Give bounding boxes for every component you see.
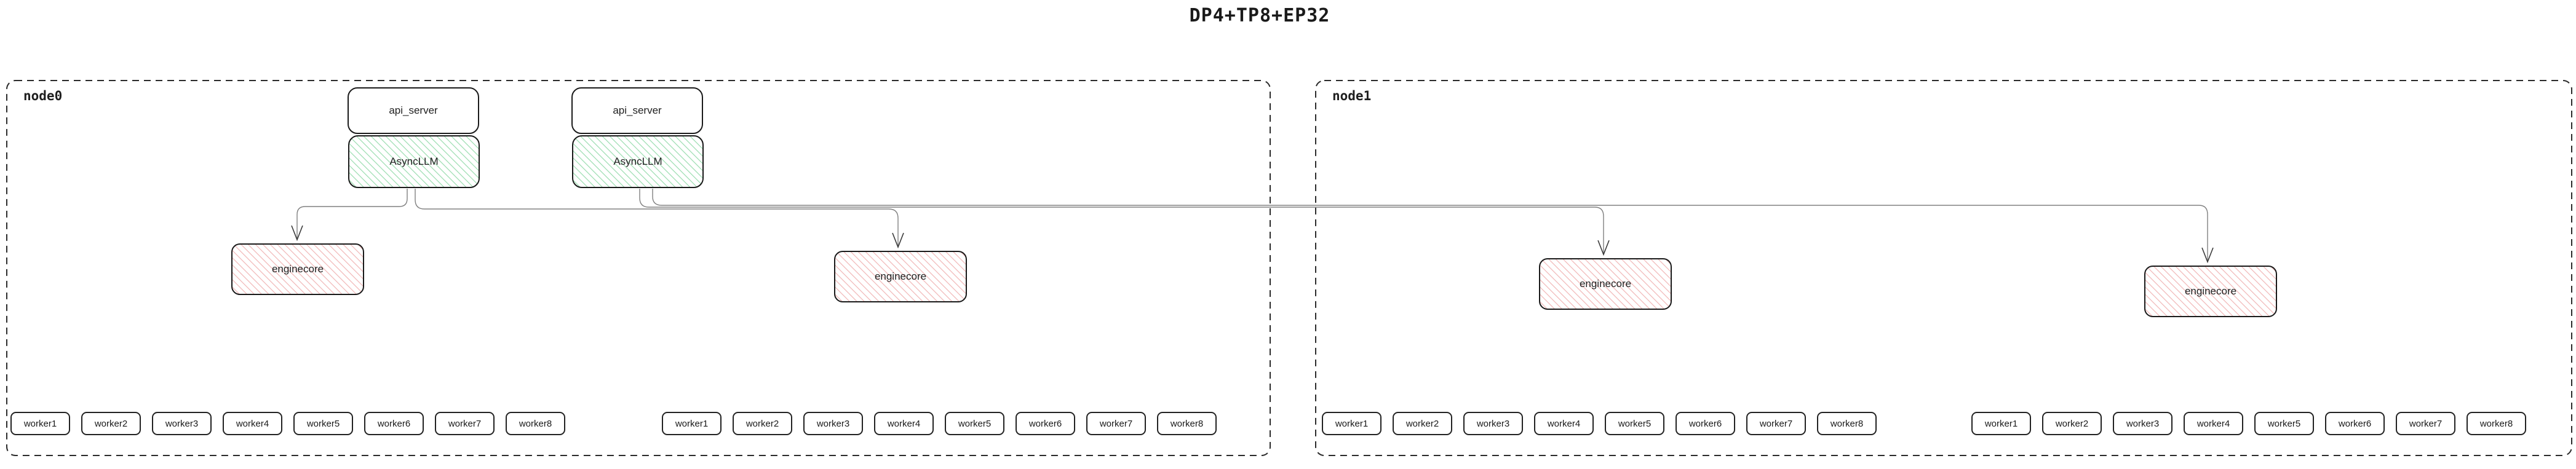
worker-group-node1-a: worker1 worker2 worker3 worker4 worker5 …	[1322, 412, 1877, 435]
worker-box: worker2	[733, 412, 792, 435]
edge-asyncllm2-to-enginecore3	[639, 189, 1604, 254]
worker-box: worker5	[2254, 412, 2314, 435]
arrowhead-icon	[1597, 240, 1610, 256]
worker-box: worker5	[945, 412, 1004, 435]
worker-box: worker6	[2325, 412, 2385, 435]
node0-label: node0	[23, 89, 63, 103]
node0-container	[6, 80, 1271, 456]
worker-group-node0-a: worker1 worker2 worker3 worker4 worker5 …	[10, 412, 565, 435]
worker-box: worker2	[1393, 412, 1452, 435]
worker-box: worker1	[662, 412, 722, 435]
edge-asyncllm1-to-enginecore2	[415, 189, 899, 246]
diagram-title: DP4+TP8+EP32	[1189, 5, 1330, 26]
worker-group-node0-b: worker1 worker2 worker3 worker4 worker5 …	[662, 412, 1217, 435]
worker-box: worker7	[1086, 412, 1146, 435]
enginecore-box: enginecore	[1539, 258, 1672, 310]
worker-box: worker8	[1817, 412, 1877, 435]
arrowhead-icon	[2201, 247, 2214, 264]
worker-box: worker8	[1157, 412, 1217, 435]
worker-box: worker5	[293, 412, 353, 435]
worker-box: worker1	[10, 412, 70, 435]
worker-box: worker4	[2184, 412, 2243, 435]
worker-box: worker7	[2396, 412, 2455, 435]
worker-box: worker7	[435, 412, 495, 435]
api-server-box: api_server	[348, 87, 479, 134]
worker-box: worker7	[1746, 412, 1806, 435]
arrowhead-icon	[291, 225, 303, 242]
enginecore-box: enginecore	[231, 243, 364, 295]
enginecore-box: enginecore	[2144, 266, 2277, 317]
worker-box: worker6	[1016, 412, 1075, 435]
worker-box: worker4	[223, 412, 282, 435]
worker-box: worker2	[81, 412, 141, 435]
async-llm-box: AsyncLLM	[572, 135, 704, 188]
edge-asyncllm2-to-enginecore4	[652, 189, 2208, 261]
worker-box: worker3	[2113, 412, 2173, 435]
worker-group-node1-b: worker1 worker2 worker3 worker4 worker5 …	[1971, 412, 2526, 435]
worker-box: worker3	[152, 412, 212, 435]
worker-box: worker8	[506, 412, 565, 435]
arrowhead-icon	[892, 232, 904, 249]
worker-box: worker3	[803, 412, 863, 435]
async-llm-box: AsyncLLM	[348, 135, 480, 188]
enginecore-box: enginecore	[834, 251, 967, 302]
node1-label: node1	[1332, 89, 1372, 103]
worker-box: worker4	[874, 412, 934, 435]
worker-box: worker6	[1676, 412, 1735, 435]
worker-box: worker2	[2042, 412, 2102, 435]
node1-container	[1315, 80, 2572, 456]
api-server-box: api_server	[571, 87, 703, 134]
worker-box: worker3	[1463, 412, 1523, 435]
worker-box: worker5	[1605, 412, 1664, 435]
worker-box: worker6	[364, 412, 424, 435]
worker-box: worker1	[1322, 412, 1381, 435]
worker-box: worker4	[1534, 412, 1594, 435]
worker-box: worker1	[1971, 412, 2031, 435]
edge-asyncllm1-to-enginecore1	[296, 189, 408, 239]
worker-box: worker8	[2467, 412, 2526, 435]
